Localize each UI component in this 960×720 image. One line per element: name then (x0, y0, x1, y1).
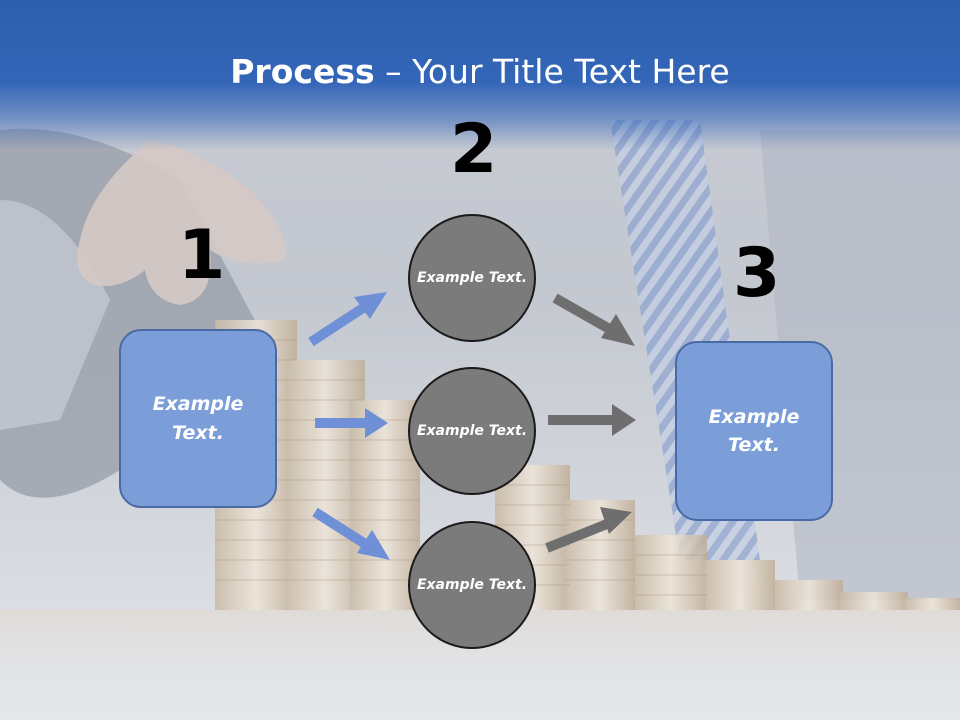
step-number-2: 2 (450, 110, 498, 189)
left-step-box: Example Text. (119, 329, 277, 508)
right-step-box: Example Text. (675, 341, 833, 521)
circle-bottom-text: Example Text. (416, 576, 528, 593)
title-band (0, 0, 960, 150)
title-bold: Process (230, 52, 375, 91)
circle-top: Example Text. (408, 214, 536, 342)
title-rest: – Your Title Text Here (374, 52, 730, 91)
blue-arrow-down (312, 507, 390, 560)
slide-title: Process – Your Title Text Here (0, 52, 960, 91)
gray-arrow-up (545, 507, 632, 553)
circle-top-text: Example Text. (416, 269, 528, 286)
circle-bottom: Example Text. (408, 521, 536, 649)
step-number-3: 3 (733, 234, 781, 313)
right-box-text: Example Text. (708, 405, 800, 457)
circle-middle-text: Example Text. (416, 422, 528, 439)
circle-middle: Example Text. (408, 367, 536, 495)
left-box-text: Example Text. (152, 393, 244, 444)
step-number-1: 1 (178, 216, 226, 295)
blue-arrow-up (308, 292, 387, 347)
blue-arrow-right (315, 408, 388, 438)
gray-arrow-down (552, 293, 635, 346)
gray-arrow-right (548, 404, 636, 436)
